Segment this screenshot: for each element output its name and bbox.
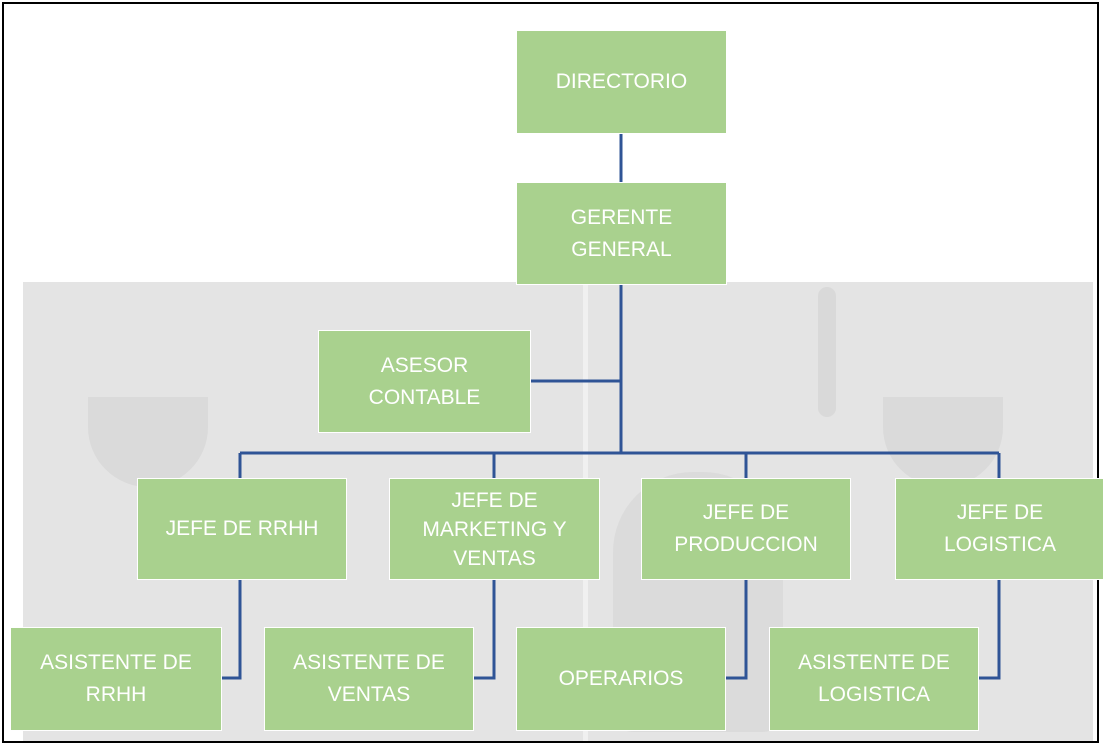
connector-asistente-ventas	[474, 580, 496, 680]
watermark-chain	[818, 287, 836, 417]
box-operarios: OPERARIOS	[516, 627, 726, 731]
connector-operarios	[726, 580, 748, 680]
box-jefe-produccion: JEFE DE PRODUCCION	[641, 478, 851, 580]
connector-asistente-logistica	[979, 580, 1001, 680]
box-jefe-rrhh: JEFE DE RRHH	[137, 478, 347, 580]
box-directorio: DIRECTORIO	[516, 30, 727, 134]
box-asistente-rrhh: ASISTENTE DE RRHH	[10, 627, 222, 731]
box-gerente-general: GERENTE GENERAL	[516, 182, 727, 285]
box-asesor-contable: ASESOR CONTABLE	[318, 330, 531, 433]
box-asistente-logistica: ASISTENTE DE LOGISTICA	[769, 627, 979, 731]
connector-asistente-rrhh	[222, 580, 242, 680]
box-jefe-logistica: JEFE DE LOGISTICA	[895, 478, 1103, 580]
box-asistente-ventas: ASISTENTE DE VENTAS	[264, 627, 474, 731]
box-jefe-marketing-ventas: JEFE DE MARKETING Y VENTAS	[389, 478, 600, 580]
